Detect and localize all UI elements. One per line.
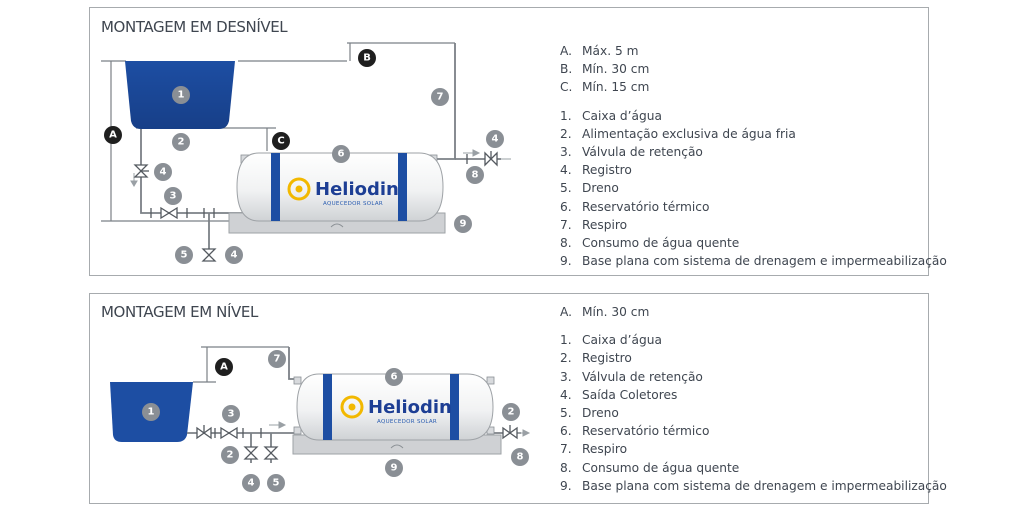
- thermal-reservoir: Heliodin AQUECEDOR SOLAR: [236, 152, 444, 222]
- callout-5: 5: [267, 474, 285, 492]
- svg-text:8: 8: [517, 452, 524, 463]
- legend-number-item: 7.Respiro: [560, 442, 628, 457]
- svg-text:9: 9: [460, 219, 467, 230]
- legend-desnivel: A.Máx. 5 m B.Mín. 30 cm C.Mín. 15 cm 1.C…: [560, 42, 947, 270]
- diagram-nivel: Heliodin AQUECEDOR SOLAR A 1 2 2 3 4 5 6…: [110, 346, 531, 492]
- panel-montagem-nivel: MONTAGEM EM NÍVEL: [89, 293, 947, 504]
- callout-a: A: [104, 126, 122, 144]
- svg-text:2: 2: [178, 137, 185, 148]
- legend-number-item: 8.Consumo de água quente: [560, 236, 740, 251]
- dimension-c: [136, 127, 276, 151]
- svg-text:6: 6: [391, 372, 398, 383]
- svg-text:A: A: [220, 362, 228, 373]
- valves: [196, 425, 518, 460]
- svg-text:B: B: [363, 53, 371, 64]
- legend-number-item: 1.Caixa d’água: [560, 333, 662, 348]
- legend-number-item: 3.Válvula de retenção: [560, 369, 703, 384]
- dimension-a: [193, 346, 289, 383]
- callout-3: 3: [222, 405, 240, 423]
- svg-text:4: 4: [160, 167, 167, 178]
- legend-number-item: 4.Registro: [560, 163, 632, 178]
- callouts: A 1 2 2 3 4 5 6 7 8 9: [142, 350, 529, 492]
- callout-8: 8: [511, 448, 529, 466]
- legend-letter-item: A.Máx. 5 m: [560, 44, 639, 58]
- brand-name: Heliodin: [368, 397, 452, 418]
- thermal-reservoir: Heliodin AQUECEDOR SOLAR: [293, 373, 495, 441]
- svg-text:4: 4: [231, 250, 238, 261]
- svg-text:4: 4: [248, 478, 255, 489]
- svg-text:5: 5: [273, 478, 280, 489]
- callout-7: 7: [268, 350, 286, 368]
- panel-title: MONTAGEM EM DESNÍVEL: [101, 18, 288, 36]
- callout-7: 7: [431, 88, 449, 106]
- legend-number-item: 3.Válvula de retenção: [560, 145, 703, 160]
- legend-number-item: 9.Base plana com sistema de drenagem e i…: [560, 478, 947, 493]
- legend-number-item: 8.Consumo de água quente: [560, 460, 740, 475]
- brand-name: Heliodin: [315, 179, 399, 200]
- dimension-b: [238, 42, 455, 62]
- legend-number-item: 1.Caixa d’água: [560, 108, 662, 123]
- callout-c: C: [272, 132, 290, 150]
- callout-5: 5: [175, 246, 193, 264]
- panel-montagem-desnivel: MONTAGEM EM DESNÍVEL: [89, 7, 947, 276]
- svg-text:4: 4: [492, 134, 499, 145]
- callout-9: 9: [385, 459, 403, 477]
- callout-8: 8: [466, 166, 484, 184]
- legend-number-item: 2.Alimentação exclusiva de água fria: [560, 126, 796, 141]
- callout-4b: 4: [225, 246, 243, 264]
- brand-subtitle: AQUECEDOR SOLAR: [377, 419, 437, 425]
- callout-4: 4: [242, 474, 260, 492]
- callout-b: B: [358, 49, 376, 67]
- callout-4c: 4: [486, 130, 504, 148]
- svg-text:5: 5: [181, 250, 188, 261]
- callout-3: 3: [164, 187, 182, 205]
- legend-number-item: 6.Reservatório térmico: [560, 199, 710, 214]
- callout-9: 9: [454, 215, 472, 233]
- callout-4a: 4: [154, 163, 172, 181]
- legend-number-item: 7.Respiro: [560, 217, 628, 232]
- svg-text:1: 1: [148, 407, 155, 418]
- valves: [133, 151, 498, 262]
- svg-text:A: A: [109, 130, 117, 141]
- svg-text:7: 7: [437, 92, 444, 103]
- callout-a: A: [215, 358, 233, 376]
- svg-text:3: 3: [228, 409, 235, 420]
- svg-text:3: 3: [170, 191, 177, 202]
- callout-2: 2: [172, 133, 190, 151]
- diagram-desnivel: Heliodin AQUECEDOR SOLAR A B C 1 2 3 4 4…: [101, 42, 511, 264]
- legend-number-item: 9.Base plana com sistema de drenagem e i…: [560, 254, 947, 269]
- legend-number-item: 2.Registro: [560, 351, 632, 366]
- callouts: A B C 1 2 3 4 4 4 5 6 7 8 9: [104, 49, 504, 264]
- svg-text:6: 6: [338, 149, 345, 160]
- svg-text:8: 8: [472, 170, 479, 181]
- flow-arrows: [269, 421, 531, 437]
- callout-2b: 2: [502, 403, 520, 421]
- callout-1: 1: [172, 86, 190, 104]
- legend-letter-item: C.Mín. 15 cm: [560, 80, 650, 95]
- flow-arrows: [130, 149, 511, 187]
- legend-letter-item: B.Mín. 30 cm: [560, 62, 650, 77]
- svg-text:7: 7: [274, 354, 281, 365]
- svg-text:1: 1: [178, 90, 185, 101]
- legend-letter-item: A.Mín. 30 cm: [560, 305, 650, 319]
- callout-6: 6: [332, 145, 350, 163]
- legend-number-item: 4.Saída Coletores: [560, 387, 678, 402]
- svg-text:2: 2: [227, 450, 234, 461]
- legend-number-item: 5.Dreno: [560, 406, 619, 421]
- panel-title: MONTAGEM EM NÍVEL: [101, 303, 258, 321]
- legend-number-item: 6.Reservatório térmico: [560, 424, 710, 439]
- callout-1: 1: [142, 403, 160, 421]
- callout-6: 6: [385, 368, 403, 386]
- svg-text:9: 9: [391, 463, 398, 474]
- svg-text:C: C: [277, 136, 284, 147]
- legend-number-item: 5.Dreno: [560, 181, 619, 196]
- svg-text:2: 2: [508, 407, 515, 418]
- callout-2a: 2: [221, 446, 239, 464]
- brand-subtitle: AQUECEDOR SOLAR: [323, 201, 383, 207]
- legend-nivel: A.Mín. 30 cm 1.Caixa d’água 2.Registro 3…: [560, 303, 947, 495]
